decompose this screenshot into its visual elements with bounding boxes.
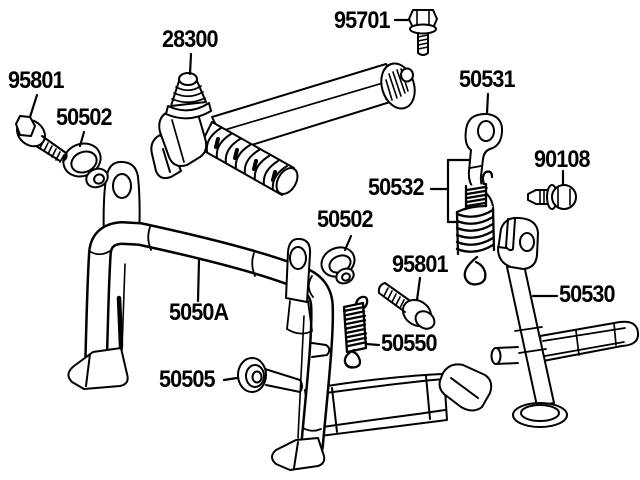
- part-center-stand-5050A: [67, 160, 493, 471]
- part-grommet-50502-center: [320, 246, 356, 285]
- part-label-5050A: 5050A: [169, 299, 229, 326]
- part-label-95701: 95701: [334, 7, 390, 34]
- part-bolt-95801-center: [377, 282, 436, 330]
- part-label-28300: 28300: [162, 26, 218, 53]
- part-label-50530: 50530: [559, 281, 615, 308]
- leader-lines: [28, 18, 565, 382]
- part-grommet-50502-left: [62, 142, 109, 189]
- part-pivot-shaft-50505: [237, 357, 303, 393]
- part-label-50550: 50550: [381, 330, 437, 357]
- part-label-90108: 90108: [534, 146, 590, 173]
- part-side-stand-50530: [490, 216, 640, 428]
- part-label-50532: 50532: [368, 174, 424, 201]
- part-label-50505: 50505: [159, 366, 215, 393]
- part-bolt-95701: [408, 9, 438, 56]
- part-bolt-90108: [527, 184, 577, 210]
- part-label-50531: 50531: [459, 66, 515, 93]
- part-label-50502-center: 50502: [317, 206, 373, 233]
- part-bolt-95801-top-left: [15, 115, 68, 163]
- part-label-95801-top-left: 95801: [8, 67, 64, 94]
- part-label-95801-center: 95801: [392, 251, 448, 278]
- part-link-spring-50532: [455, 170, 496, 286]
- part-kick-starter-arm-28300: [150, 62, 416, 196]
- part-label-50502-left: 50502: [56, 104, 112, 131]
- part-return-spring-50550: [342, 295, 369, 369]
